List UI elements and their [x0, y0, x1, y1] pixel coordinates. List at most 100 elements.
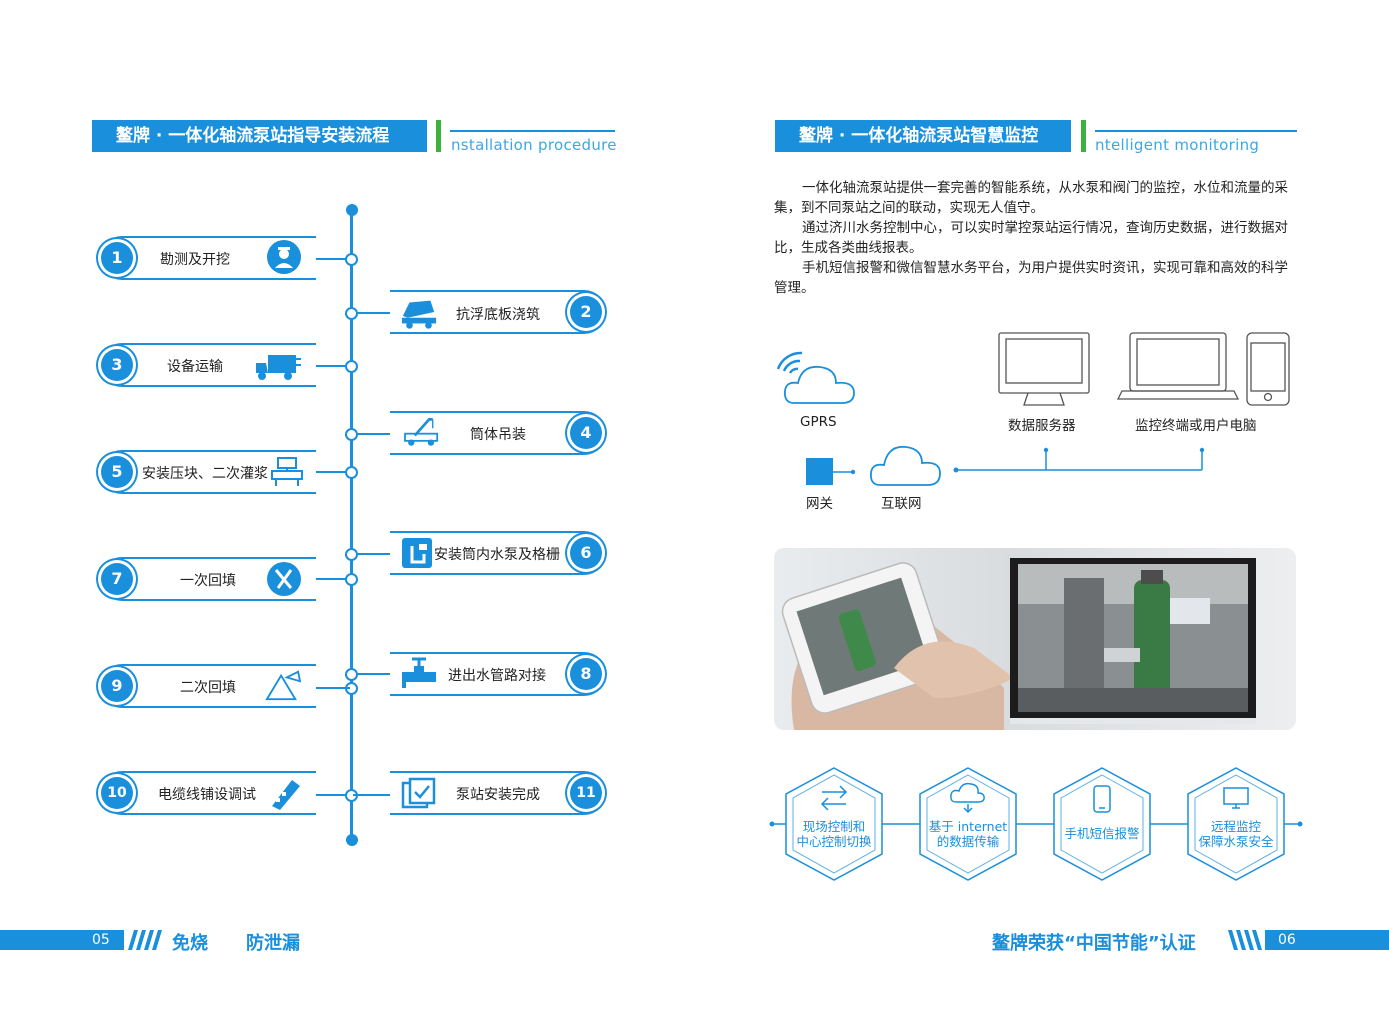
connector: [353, 553, 391, 555]
phone-icon: [1093, 785, 1111, 813]
cloud-upload-icon: [950, 782, 985, 814]
step-2-number: 2: [570, 296, 602, 328]
gprs-cloud-icon: [784, 365, 855, 404]
intro-paragraphs: 一体化轴流泵站提供一套完善的智能系统，从水泵和阀门的监控，水位和流量的采集，到不…: [774, 178, 1298, 298]
right-header-accent: [1081, 120, 1086, 152]
feature-hex-2: [919, 767, 1017, 881]
left-footer-text-2: 防泄漏: [246, 933, 300, 954]
step-10-label: 电缆线铺设调试: [158, 787, 256, 803]
left-footer-bar: [0, 930, 124, 950]
step-3-number: 3: [101, 349, 133, 381]
left-page-number: 05: [92, 932, 110, 948]
pump-tank-icon: [402, 538, 432, 568]
footer-slashes-right: [1228, 930, 1262, 950]
timeline-node: [345, 466, 358, 479]
checklist-icon: [401, 777, 436, 809]
left-header-title: 鳌牌 · 一体化轴流泵站指导安装流程: [92, 120, 427, 152]
switch-arrows-icon: [820, 785, 848, 811]
truck-icon: [256, 355, 301, 380]
left-header-accent: [436, 120, 441, 152]
step-4-label: 筒体吊装: [470, 427, 526, 443]
right-header-line: [1095, 130, 1297, 132]
left-footer-text-1: 免烧: [172, 933, 208, 954]
right-page-number: 06: [1278, 932, 1296, 948]
smartphone-icon: [1246, 332, 1290, 406]
timeline-node: [345, 307, 358, 320]
step-9-number: 9: [101, 670, 133, 702]
right-footer-bar: [1265, 930, 1389, 950]
paragraph-3: 手机短信报警和微信智慧水务平台，为用户提供实时资讯，实现可靠和高效的科学管理。: [774, 260, 1288, 296]
monitoring-photo: [774, 548, 1296, 730]
timeline-node: [345, 668, 358, 681]
step-7-number: 7: [101, 563, 133, 595]
feature-hex-3: [1053, 767, 1151, 881]
connector: [312, 794, 350, 796]
step-6-number: 6: [570, 537, 602, 569]
timeline-node: [345, 573, 358, 586]
feature-hex-4: [1187, 767, 1285, 881]
connector: [312, 578, 350, 580]
step-6-label: 安装筒内水泵及格栅: [434, 547, 560, 563]
feature-3-text: 手机短信报警: [1064, 826, 1140, 841]
connector: [312, 365, 350, 367]
features-diagram: [769, 767, 1303, 881]
timeline-node: [345, 253, 358, 266]
connector: [312, 471, 350, 473]
connector: [353, 673, 391, 675]
monitor-icon: [1223, 787, 1249, 809]
left-header-subtitle: nstallation procedure: [451, 136, 617, 154]
wifi-icon: [776, 351, 803, 374]
gprs-label: GPRS: [800, 414, 837, 430]
step-8-number: 8: [570, 658, 602, 690]
cable-icon: [272, 780, 300, 810]
internet-cloud-icon: [870, 445, 941, 486]
feature-1-text: 现场控制和中心控制切换: [796, 819, 872, 849]
connector: [312, 258, 350, 260]
feature-4-text: 远程监控保障水泵安全: [1198, 819, 1274, 849]
timeline-node: [345, 548, 358, 561]
right-header-subtitle: ntelligent monitoring: [1095, 136, 1260, 154]
step-10: [100, 771, 316, 815]
network-diagram: [776, 332, 1290, 486]
step-9-label: 二次回填: [180, 680, 236, 696]
step-4-number: 4: [570, 417, 602, 449]
connector: [312, 687, 350, 689]
paragraph-2: 通过济川水务控制中心，可以实时掌控泵站运行情况，查询历史数据，进行数据对比，生成…: [774, 220, 1288, 256]
backfill-pile-icon: [265, 670, 302, 701]
timeline-end-dot: [346, 834, 358, 846]
terminal-label: 监控终端或用户电脑: [1135, 418, 1257, 434]
step-10-number: 10: [101, 777, 133, 809]
step-5-label: 安装压块、二次灌浆: [142, 466, 268, 482]
right-footer-text: 鳌牌荣获“中国节能”认证: [992, 933, 1196, 954]
step-11-label: 泵站安装完成: [456, 787, 540, 803]
step-8-label: 进出水管路对接: [448, 668, 546, 684]
timeline-node: [345, 428, 358, 441]
step-11-number: 11: [570, 777, 602, 809]
crane-truck-icon: [404, 418, 439, 446]
laptop-icon: [1116, 332, 1240, 400]
desktop-monitor-icon: [998, 332, 1090, 406]
step-5-number: 5: [101, 456, 133, 488]
right-header-title: 鳌牌 · 一体化轴流泵站智慧监控: [775, 120, 1071, 152]
paragraph-1: 一体化轴流泵站提供一套完善的智能系统，从水泵和阀门的监控，水位和流量的采集，到不…: [774, 180, 1288, 216]
tools-icon: [267, 562, 301, 596]
server-label: 数据服务器: [1008, 418, 1076, 434]
timeline-start-dot: [346, 204, 358, 216]
footer-slashes-left: [128, 930, 162, 950]
gateway-label: 网关: [806, 496, 833, 512]
step-1-label: 勘测及开挖: [160, 252, 230, 268]
internet-label: 互联网: [881, 496, 922, 512]
valve-icon: [402, 657, 436, 688]
surveyor-icon: [267, 240, 301, 274]
step-1-number: 1: [101, 242, 133, 274]
feature-hex-1: [785, 767, 883, 881]
left-header-line: [450, 130, 615, 132]
step-7-label: 一次回填: [180, 573, 236, 589]
connector: [353, 794, 391, 796]
connector: [353, 433, 391, 435]
step-2-label: 抗浮底板浇筑: [456, 307, 540, 323]
connector: [353, 312, 391, 314]
gateway-icon: [806, 458, 833, 485]
step-9: [100, 664, 316, 708]
